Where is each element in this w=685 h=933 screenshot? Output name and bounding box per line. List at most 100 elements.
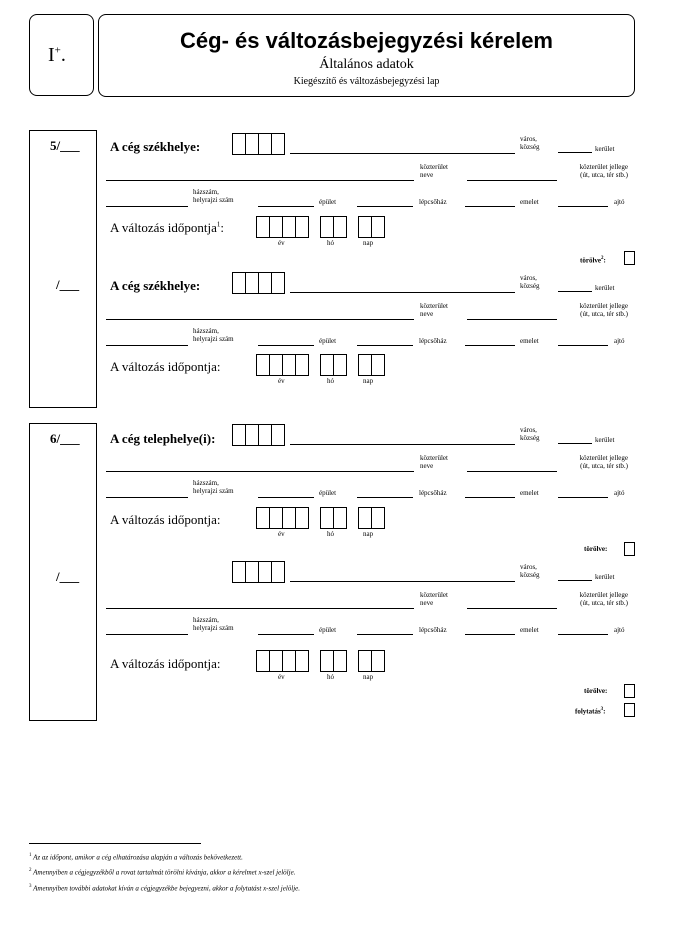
footnote-3-text: Amennyiben további adatokat kíván a cégj… bbox=[33, 883, 301, 892]
hrsz-input-4[interactable] bbox=[258, 634, 314, 635]
torolve-mark: 2 bbox=[601, 256, 604, 261]
folytatas-checkbox[interactable] bbox=[624, 703, 635, 717]
epulet-label-2: épület bbox=[319, 337, 337, 345]
lepcsohaz-input-3[interactable] bbox=[465, 497, 515, 498]
telephely-postcode-input[interactable] bbox=[232, 424, 285, 446]
kozterulet-jellege-label-2: közterület jellege(út, utca, tér stb.) bbox=[558, 302, 628, 318]
kozterulet-input-4[interactable] bbox=[106, 608, 414, 609]
kerulet-input-3[interactable] bbox=[558, 443, 592, 444]
form-code: I+. bbox=[48, 44, 66, 67]
ho-label: hó bbox=[327, 239, 334, 247]
hazszam-input[interactable] bbox=[106, 206, 188, 207]
folytatas-text: folytatás bbox=[575, 707, 601, 716]
emelet-input-3[interactable] bbox=[558, 497, 608, 498]
hazszam-input-2[interactable] bbox=[106, 345, 188, 346]
kerulet-input-2[interactable] bbox=[558, 291, 592, 292]
emelet-input[interactable] bbox=[558, 206, 608, 207]
footnote-1-mark: 1 bbox=[29, 853, 32, 858]
nap-input[interactable] bbox=[358, 216, 385, 238]
telephely-postcode-input-2[interactable] bbox=[232, 561, 285, 583]
hazszam-label-3: házszám,helyrajzi szám bbox=[193, 479, 234, 495]
lepcsohaz-input-4[interactable] bbox=[465, 634, 515, 635]
torolve-checkbox-1[interactable] bbox=[624, 251, 635, 265]
hrsz-text: helyrajzi szám bbox=[193, 624, 234, 632]
ev-input-4[interactable] bbox=[256, 650, 309, 672]
form-code-dot: . bbox=[60, 44, 66, 66]
kozterulet-text: közterület bbox=[420, 454, 448, 462]
kj-text: közterület jellege bbox=[579, 454, 628, 462]
page-caption: Kiegészítő és változásbejegyzési lap bbox=[293, 76, 440, 87]
ev-input-3[interactable] bbox=[256, 507, 309, 529]
valtozas-label-1: A változás időpontja1: bbox=[110, 220, 224, 236]
hrsz-text: helyrajzi szám bbox=[193, 196, 234, 204]
nap-input-3[interactable] bbox=[358, 507, 385, 529]
hazszam-input-3[interactable] bbox=[106, 497, 188, 498]
varos-input-4[interactable] bbox=[290, 581, 515, 582]
folytatas-label: folytatás3: bbox=[575, 706, 606, 715]
epulet-input[interactable] bbox=[357, 206, 413, 207]
torolve-label-3: törölve: bbox=[584, 545, 608, 553]
page-subtitle: Általános adatok bbox=[319, 57, 414, 72]
ho-input-2[interactable] bbox=[320, 354, 347, 376]
hrsz-input[interactable] bbox=[258, 206, 314, 207]
emelet-input-4[interactable] bbox=[558, 634, 608, 635]
lepcsohaz-input-2[interactable] bbox=[465, 345, 515, 346]
varos-text: város, bbox=[520, 426, 537, 434]
kozterulet-input-3[interactable] bbox=[106, 471, 414, 472]
ut-utca-text: (út, utca, tér stb.) bbox=[580, 171, 628, 179]
epulet-label-3: épület bbox=[319, 489, 337, 497]
kozterulet-jellege-input-3[interactable] bbox=[467, 471, 557, 472]
valtozas-mark: 1 bbox=[216, 220, 221, 229]
varos-input[interactable] bbox=[290, 153, 515, 154]
epulet-input-4[interactable] bbox=[357, 634, 413, 635]
varos-text: város, bbox=[520, 563, 537, 571]
hrsz-input-3[interactable] bbox=[258, 497, 314, 498]
neve-text: neve bbox=[420, 599, 434, 607]
epulet-input-3[interactable] bbox=[357, 497, 413, 498]
hazszam-input-4[interactable] bbox=[106, 634, 188, 635]
kozterulet-text: közterület bbox=[420, 302, 448, 310]
ho-input-3[interactable] bbox=[320, 507, 347, 529]
nap-input-4[interactable] bbox=[358, 650, 385, 672]
kozterulet-jellege-input[interactable] bbox=[467, 180, 557, 181]
hazszam-text: házszám, bbox=[193, 479, 219, 487]
varos-input-3[interactable] bbox=[290, 444, 515, 445]
ev-label-4: év bbox=[278, 673, 285, 681]
nap-label-3: nap bbox=[363, 530, 374, 538]
szekhely-postcode-input[interactable] bbox=[232, 133, 285, 155]
epulet-input-2[interactable] bbox=[357, 345, 413, 346]
footnote-2-text: Amennyiben a cégjegyzékből a rovat tarta… bbox=[33, 868, 296, 877]
torolve-colon: : bbox=[603, 256, 606, 265]
torolve-checkbox-3[interactable] bbox=[624, 542, 635, 556]
kerulet-input-4[interactable] bbox=[558, 580, 592, 581]
kozterulet-jellege-input-4[interactable] bbox=[467, 608, 557, 609]
varos-input-2[interactable] bbox=[290, 292, 515, 293]
ho-input-4[interactable] bbox=[320, 650, 347, 672]
szekhely-postcode-input-2[interactable] bbox=[232, 272, 285, 294]
telephely-label: A cég telephelye(i): bbox=[110, 431, 216, 446]
kerulet-label-2: kerület bbox=[595, 284, 615, 292]
lepcsohaz-input[interactable] bbox=[465, 206, 515, 207]
emelet-input-2[interactable] bbox=[558, 345, 608, 346]
section-6-number-box bbox=[29, 423, 97, 721]
hrsz-input-2[interactable] bbox=[258, 345, 314, 346]
ev-label-2: év bbox=[278, 377, 285, 385]
folytatas-colon: : bbox=[603, 707, 606, 716]
ev-input-2[interactable] bbox=[256, 354, 309, 376]
footnote-2: 2 Amennyiben a cégjegyzékből a rovat tar… bbox=[29, 864, 300, 879]
ho-input[interactable] bbox=[320, 216, 347, 238]
valtozas-label-2: A változás időpontja: bbox=[110, 359, 221, 374]
nap-input-2[interactable] bbox=[358, 354, 385, 376]
kozterulet-input[interactable] bbox=[106, 180, 414, 181]
kerulet-input[interactable] bbox=[558, 152, 592, 153]
ev-input[interactable] bbox=[256, 216, 309, 238]
kozterulet-jellege-input-2[interactable] bbox=[467, 319, 557, 320]
lepcsohaz-label: lépcsőház bbox=[419, 198, 447, 206]
header-title-box bbox=[98, 14, 635, 97]
ho-label-4: hó bbox=[327, 673, 334, 681]
kozterulet-input-2[interactable] bbox=[106, 319, 414, 320]
emelet-label: emelet bbox=[520, 198, 539, 206]
kozseg-text: község bbox=[520, 571, 540, 579]
torolve-checkbox-4[interactable] bbox=[624, 684, 635, 698]
